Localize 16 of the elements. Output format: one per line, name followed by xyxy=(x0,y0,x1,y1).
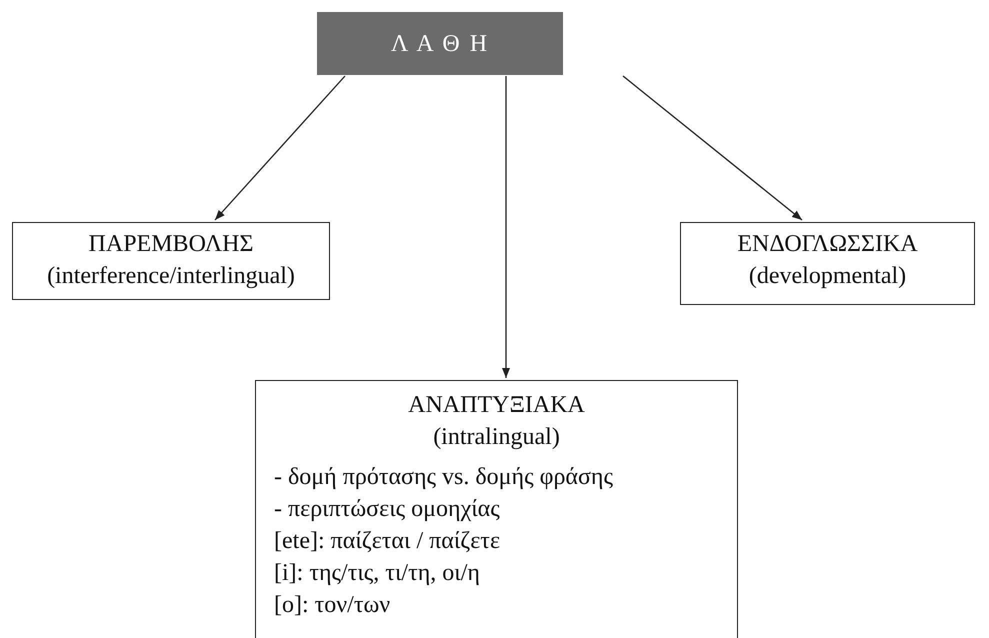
list-item: [ete]: παίζεται / παίζετε xyxy=(273,527,502,556)
title-text: Λ Α Θ Η xyxy=(390,30,490,58)
arrow xyxy=(214,76,346,220)
category-box xyxy=(12,222,330,300)
list-item: [o]: τον/των xyxy=(273,591,392,620)
title-box xyxy=(317,12,563,75)
category-label: ΑΝΑΠΤΥΞΙΑΚΑ (intralingual) xyxy=(407,391,586,452)
category-label: ΠΑΡΕΜΒΟΛΗΣ (interference/interlingual) xyxy=(46,230,296,291)
arrow xyxy=(502,76,510,378)
category-box xyxy=(255,380,738,638)
category-label: ΕΝΔΟΓΛΩΣΣΙΚΑ (developmental) xyxy=(736,230,919,291)
arrow xyxy=(622,76,802,220)
list-item: [i]: της/τις, τι/τη, οι/η xyxy=(273,559,481,588)
list-item: - περιπτώσεις ομοηχίας xyxy=(273,495,501,524)
list-item: - δομή πρότασης vs. δομής φράσης xyxy=(273,463,614,492)
category-box xyxy=(680,222,975,305)
